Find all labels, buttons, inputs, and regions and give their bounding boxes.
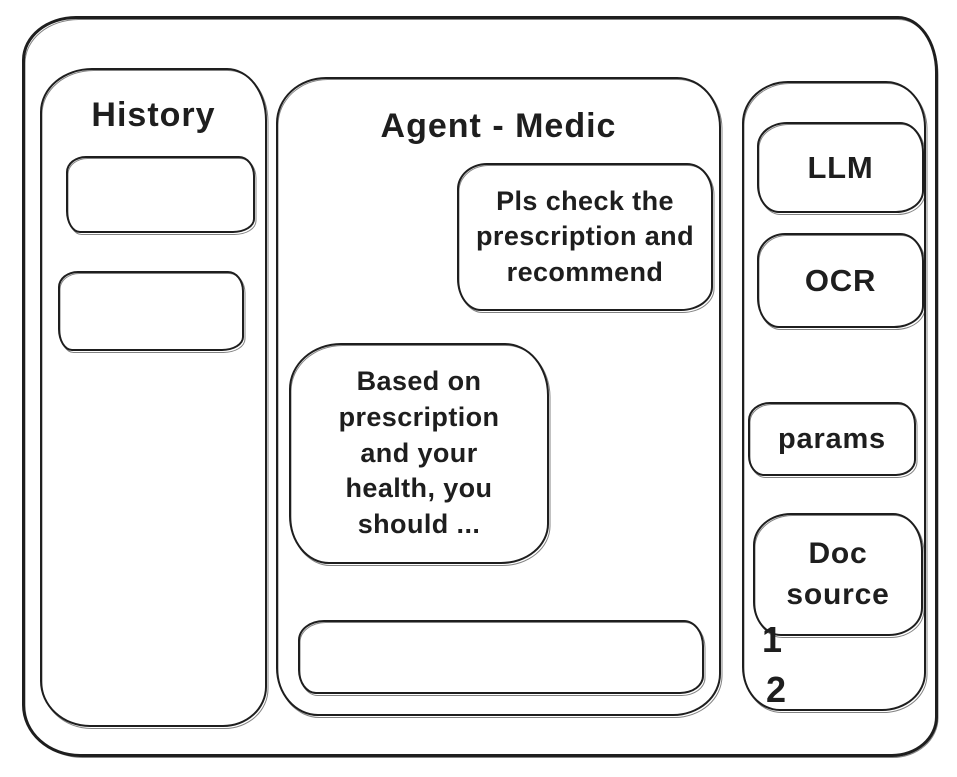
- chat-input[interactable]: [298, 620, 704, 694]
- llm-box[interactable]: LLM: [757, 122, 924, 213]
- app-window: History Agent - Medic Pls check the pres…: [22, 16, 938, 757]
- history-item[interactable]: [66, 156, 255, 233]
- assistant-message-bubble: Based on prescription and your health, y…: [289, 343, 549, 564]
- doc-source-box[interactable]: Doc source: [753, 513, 923, 636]
- chat-title: Agent - Medic: [380, 107, 617, 145]
- annotation-1: 1: [762, 619, 783, 660]
- chat-panel: Agent - Medic Pls check the prescription…: [276, 77, 721, 716]
- history-title: History: [91, 96, 216, 134]
- annotation-2: 2: [766, 669, 787, 710]
- ocr-box[interactable]: OCR: [757, 233, 924, 328]
- user-message-bubble: Pls check the prescription and recommend: [457, 163, 713, 311]
- params-box[interactable]: params: [748, 402, 916, 476]
- history-item[interactable]: [58, 271, 244, 351]
- tools-panel: LLM OCR params Doc source 1 2: [742, 81, 926, 711]
- history-panel: History: [40, 68, 267, 727]
